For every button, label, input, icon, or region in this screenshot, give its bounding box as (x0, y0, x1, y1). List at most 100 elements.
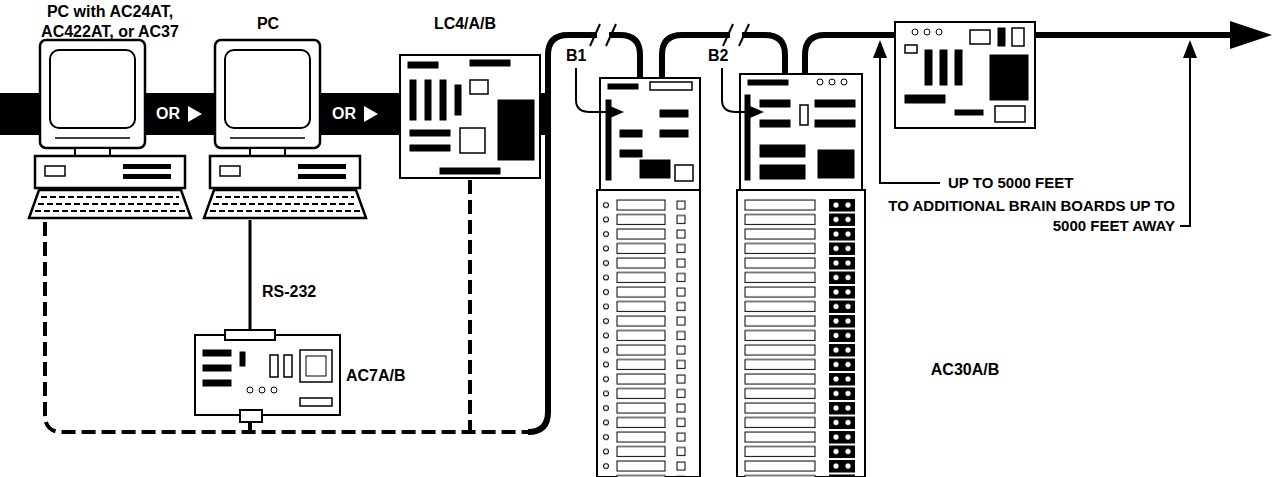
interface-label: RS-232 (262, 282, 342, 302)
lc4-board (410, 130, 450, 136)
ac30-board (912, 29, 918, 35)
ac30-board (936, 29, 942, 35)
ac30-board (1012, 28, 1024, 46)
b2-brain-board (737, 198, 865, 477)
ac7-board (284, 355, 292, 377)
lc4-board (440, 168, 500, 174)
lc4-board (410, 145, 450, 151)
b1-brain-board (597, 190, 700, 477)
b2-brain-board (760, 120, 790, 127)
b1-brain-board (675, 165, 693, 181)
b1-brain-board (660, 130, 688, 137)
dashed-link (468, 180, 472, 432)
pointer-arrow (576, 68, 612, 112)
ac30-board (955, 50, 962, 85)
ac7-board (240, 352, 245, 366)
break-mark (739, 24, 749, 46)
ac30-board (924, 29, 930, 35)
b1-brain-board (650, 82, 692, 90)
lc4-board (498, 100, 534, 160)
lc4-board (425, 80, 431, 120)
b2-brain-board (818, 150, 854, 178)
pointer-arrow (750, 106, 764, 118)
b2-brain-board (760, 165, 805, 179)
ac30-board (905, 45, 917, 53)
or-text: OR (156, 104, 186, 124)
dashed-link (45, 222, 530, 432)
lc4-board (400, 55, 540, 178)
b2-brain-board (740, 74, 862, 190)
b1-brain-board (608, 84, 638, 89)
b1-brain-board (620, 130, 642, 137)
b2-brain-board (760, 145, 805, 157)
lc4-board (455, 85, 461, 115)
b2-brain-board (737, 190, 865, 477)
b1-brain-board (597, 78, 700, 477)
ac7-board (306, 356, 326, 376)
b2-brain-board (815, 100, 855, 107)
or-arrowhead (364, 106, 378, 122)
distance-leader (880, 56, 940, 183)
ac7-board (270, 355, 278, 377)
ac30-board (895, 22, 1035, 128)
distance-note: UP TO 5000 FEET (948, 173, 1118, 193)
ac30-board (998, 28, 1005, 46)
distance-note: TO ADDITIONAL BRAIN BOARDS UP TO 5000 FE… (875, 196, 1175, 236)
ac7-board (195, 330, 340, 422)
ac7-board (271, 387, 277, 393)
ac30-board (970, 30, 990, 44)
b2-brain-board (815, 120, 855, 127)
b1-brain-board (640, 160, 670, 178)
b2-brain-board (745, 95, 750, 180)
b1-brain-board (600, 78, 700, 190)
lc4-board (440, 80, 446, 120)
device-label: AC7A/B (346, 366, 426, 386)
pointer-arrow (576, 68, 764, 118)
lc4-board (470, 60, 510, 66)
bus-arrowhead (1230, 21, 1272, 49)
board-callout: B2 (708, 46, 738, 66)
ac7-board (203, 350, 231, 356)
or-arrowhead (188, 106, 202, 122)
distance-leader (1183, 40, 1197, 58)
pc-computer (204, 40, 366, 218)
ac30-board (995, 106, 1025, 122)
device-label: PC with AC24AT, AC422AT, or AC37 (10, 2, 210, 42)
b2-brain-board (829, 79, 835, 85)
lc4-board (408, 62, 438, 68)
ac30-board (905, 95, 945, 103)
pointer-arrow (722, 68, 752, 112)
ac7-board (203, 365, 231, 371)
break-mark (606, 24, 616, 46)
device-label: LC4/A/B (410, 14, 520, 34)
b2-brain-board (748, 80, 788, 85)
b1-brain-board (660, 110, 688, 117)
pc-computer (29, 40, 191, 218)
distance-leader (873, 40, 887, 58)
ac7-board (203, 380, 231, 386)
b2-brain-board (737, 74, 865, 477)
b1-brain-board (620, 150, 642, 157)
ac7-board (300, 398, 332, 406)
pointer-arrow (610, 106, 624, 118)
or-text: OR (332, 104, 362, 124)
b2-brain-board (817, 79, 823, 85)
b2-brain-board (841, 79, 847, 85)
b2-brain-board (760, 100, 790, 107)
lc4-board (460, 128, 485, 153)
b1-brain-board (597, 198, 700, 477)
break-mark (590, 24, 749, 46)
dashed-link (45, 180, 530, 432)
ac7-board (300, 350, 332, 382)
lc4-board (470, 80, 488, 94)
break-mark (590, 24, 600, 46)
board-callout: B1 (566, 46, 596, 66)
break-mark (723, 24, 733, 46)
ac30-board (895, 22, 1035, 128)
device-label: AC30A/B (905, 360, 1025, 380)
ac7-board (225, 330, 275, 340)
ac7-board (247, 387, 253, 393)
ac7-board (240, 410, 262, 422)
